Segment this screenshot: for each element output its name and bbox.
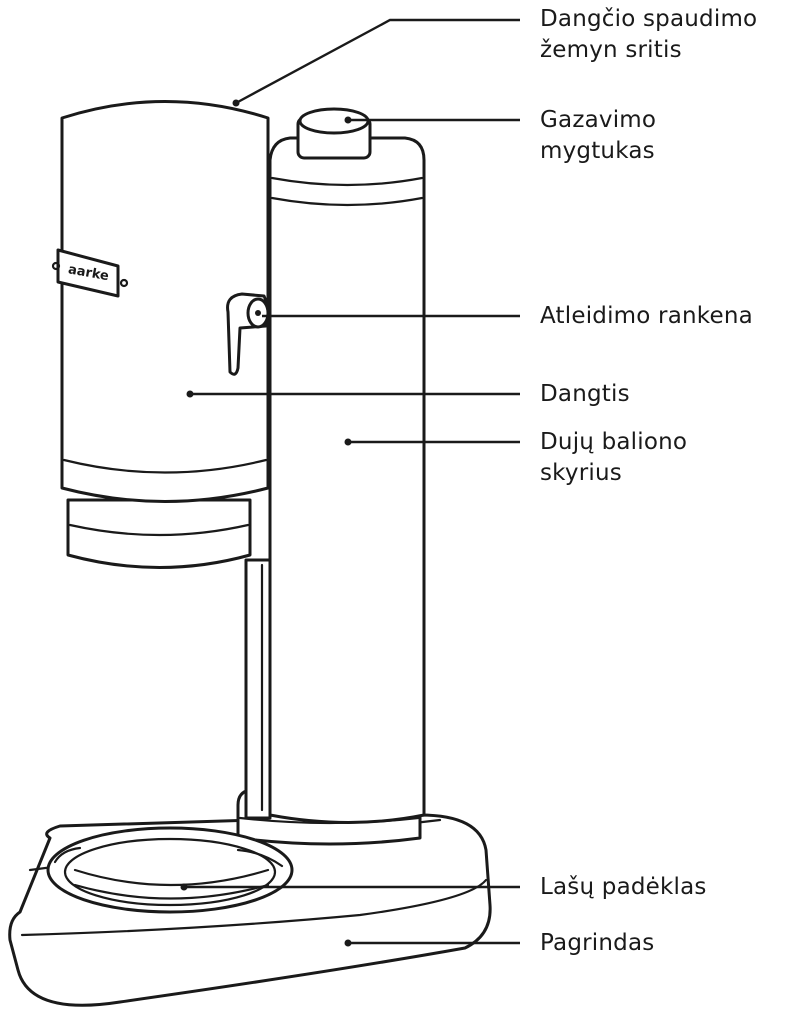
label-lid-press-area: Dangčio spaudimo žemyn sritis xyxy=(540,4,757,66)
label-gas-compartment: Dujų baliono skyrius xyxy=(540,427,687,489)
label-line: mygtukas xyxy=(540,138,655,164)
label-line: Gazavimo xyxy=(540,107,657,133)
label-line: Lašų padėklas xyxy=(540,874,707,900)
label-lid: Dangtis xyxy=(540,379,630,410)
release-handle-illustration xyxy=(226,292,270,376)
label-drip-tray: Lašų padėklas xyxy=(540,872,707,903)
label-release-handle: Atleidimo rankena xyxy=(540,301,753,332)
gas-compartment-illustration xyxy=(268,136,426,824)
marker-lid-press-area xyxy=(232,99,240,107)
label-line: skyrius xyxy=(540,460,622,486)
label-line: Dangčio spaudimo xyxy=(540,6,758,32)
label-carbonation-button: Gazavimo mygtukas xyxy=(540,105,656,167)
marker-base xyxy=(344,939,352,947)
label-line: Dangtis xyxy=(540,381,630,407)
leader-lines xyxy=(180,18,520,947)
label-base: Pagrindas xyxy=(540,928,654,959)
label-line: Pagrindas xyxy=(540,930,655,956)
support-column-illustration xyxy=(244,558,272,820)
marker-gas-compartment xyxy=(344,438,352,446)
brand-logo: aarke xyxy=(67,262,110,284)
marker-lid xyxy=(186,390,194,398)
lid-illustration: aarke xyxy=(51,100,270,569)
label-line: Dujų baliono xyxy=(540,429,688,455)
drip-tray-illustration xyxy=(46,826,294,914)
label-line: žemyn sritis xyxy=(540,37,682,63)
label-line: Atleidimo rankena xyxy=(540,303,753,329)
carbonation-button-illustration xyxy=(296,107,372,160)
marker-drip-tray xyxy=(180,883,188,891)
marker-carbonation-button xyxy=(344,116,352,124)
leader-lid-press-area xyxy=(235,18,520,105)
